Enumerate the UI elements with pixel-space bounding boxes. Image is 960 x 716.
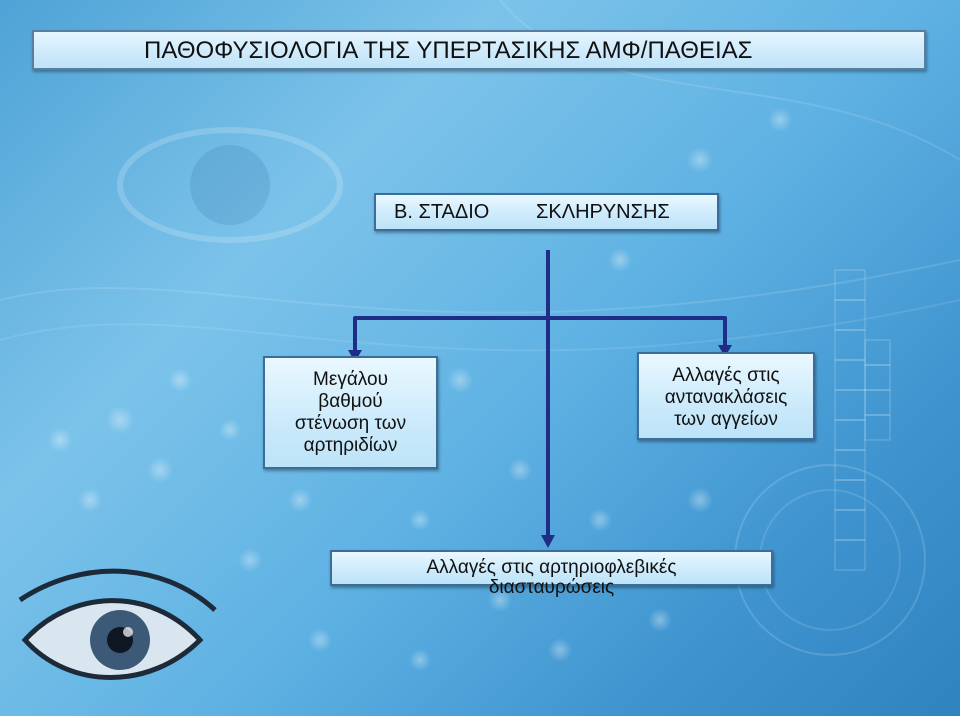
stage-name: ΣΚΛΗΡΥΝΣΗΣ (536, 201, 670, 223)
node-text-line: βαθμού (318, 391, 383, 412)
eye-watermark-outline (117, 127, 343, 243)
title-bar: ΠΑΘΟΦΥΣΙΟΛΟΓΙΑ ΤΗΣ ΥΠΕΡΤΑΣΙΚΗΣ ΑΜΦ/ΠΑΘΕΙ… (32, 30, 926, 70)
node-text-line: διασταυρώσεις (488, 577, 615, 598)
node-text-line: στένωση των (294, 413, 407, 434)
node-arteriole-stenosis: Μεγάλου βαθμού στένωση των αρτηριδίων (263, 356, 438, 469)
arrowhead-right (718, 345, 732, 357)
node-text-line: Αλλαγές στις (672, 365, 780, 386)
node-text-line: αντανακλάσεις (664, 387, 788, 408)
stage-box: Β. ΣΤΑΔΙΟ ΣΚΛΗΡΥΝΣΗΣ (374, 193, 719, 231)
node-text-line: των αγγείων (674, 409, 778, 430)
stage-prefix: Β. ΣΤΑΔΙΟ (394, 201, 490, 223)
node-vessel-reflex-changes: Αλλαγές στις αντανακλάσεις των αγγείων (637, 352, 815, 440)
arrowhead-bottom (541, 535, 555, 548)
node-av-crossing-changes: Αλλαγές στις αρτηριοφλεβικές διασταυρώσε… (330, 550, 773, 598)
node-text-line: Αλλαγές στις αρτηριοφλεβικές (426, 557, 677, 578)
page-title: ΠΑΘΟΦΥΣΙΟΛΟΓΙΑ ΤΗΣ ΥΠΕΡΤΑΣΙΚΗΣ ΑΜΦ/ΠΑΘΕΙ… (144, 37, 753, 64)
connector-branch (353, 316, 727, 355)
eye-watermark-iris (190, 145, 270, 225)
node-text-line: Μεγάλου (313, 369, 388, 390)
node-text-line: αρτηριδίων (303, 435, 398, 456)
eye-illustration (18, 568, 217, 680)
